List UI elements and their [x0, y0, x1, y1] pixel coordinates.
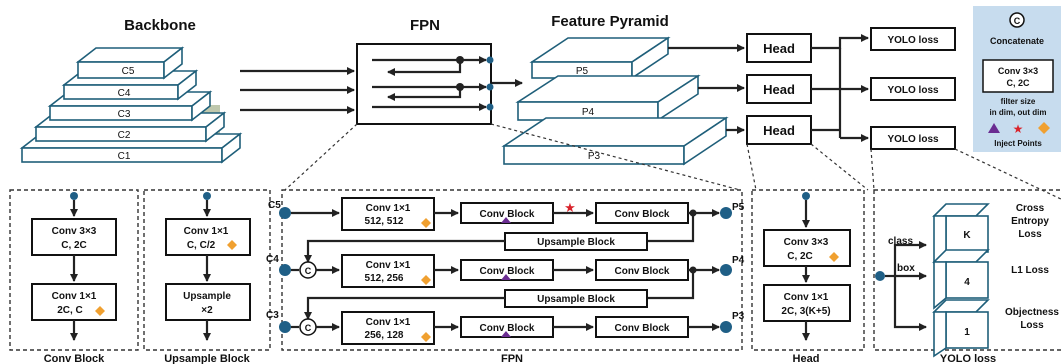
svg-text:4: 4 [964, 277, 970, 288]
svg-text:2C, C: 2C, C [57, 305, 83, 316]
svg-text:Conv 1×1: Conv 1×1 [366, 317, 411, 328]
head-box-2: Head [746, 74, 812, 104]
fpn-detail: C5 C4 C3 P5 P4 P3 Conv 1×1 512, 512 Conv… [266, 189, 745, 364]
svg-text:C: C [305, 266, 312, 276]
svg-text:Loss: Loss [1020, 320, 1044, 331]
svg-text:Conv Block: Conv Block [479, 323, 534, 334]
svg-text:×2: ×2 [201, 305, 213, 316]
pyramid-title: Feature Pyramid [551, 13, 669, 30]
inject-triangle-icon [988, 123, 1000, 133]
svg-text:Conv 3×3: Conv 3×3 [784, 237, 829, 248]
svg-text:in dim, out dim: in dim, out dim [990, 108, 1047, 117]
svg-text:Conv Block: Conv Block [614, 323, 669, 334]
inject-star-icon: ★ [564, 200, 576, 215]
pyramid-layer-p5: P5 [576, 66, 589, 77]
yolo-loss-caption: YOLO loss [940, 353, 996, 364]
upsample-block-caption: Upsample Block [164, 353, 250, 364]
legend-panel: C Concatenate Conv 3×3 C, 2C filter size… [973, 6, 1061, 152]
feature-pyramid: P5 P4 P3 [501, 36, 729, 166]
svg-text:Upsample Block: Upsample Block [537, 237, 615, 248]
yolo-loss-box-1: YOLO loss [870, 27, 956, 51]
head-label: Head [763, 82, 795, 97]
svg-text:C, 2C: C, 2C [61, 240, 87, 251]
backbone-layer-c1: C1 [118, 151, 131, 162]
head-label: Head [763, 123, 795, 138]
svg-text:Conv 1×1: Conv 1×1 [52, 291, 97, 302]
backbone-layer-c2: C2 [118, 130, 131, 141]
svg-text:filter size: filter size [1001, 97, 1036, 106]
svg-text:YOLO loss: YOLO loss [887, 134, 939, 145]
svg-text:Loss: Loss [1018, 229, 1042, 240]
upsample-block-detail: Conv 1×1 C, C/2 Upsample ×2 Upsample Blo… [143, 189, 271, 364]
svg-text:C4: C4 [266, 254, 279, 265]
svg-text:Conv Block: Conv Block [479, 209, 534, 220]
fpn-caption: FPN [501, 353, 523, 364]
svg-text:K: K [963, 230, 971, 241]
svg-text:Inject Points: Inject Points [994, 139, 1042, 148]
fpn-title: FPN [410, 17, 440, 34]
backbone-title: Backbone [124, 17, 196, 34]
inject-star-icon: ★ [1013, 122, 1024, 136]
pyramid-layer-p3: P3 [588, 151, 601, 162]
svg-text:Upsample: Upsample [183, 291, 231, 302]
conv-block-detail: Conv 3×3 C, 2C Conv 1×1 2C, C Conv Block [9, 189, 139, 364]
head-caption: Head [793, 353, 820, 364]
svg-text:Conv 1×1: Conv 1×1 [366, 203, 411, 214]
svg-text:Conv 1×1: Conv 1×1 [784, 292, 829, 303]
svg-text:1: 1 [964, 327, 970, 338]
conv-block-caption: Conv Block [44, 353, 105, 364]
backbone-layer-c3: C3 [118, 109, 131, 120]
svg-text:YOLO loss: YOLO loss [887, 85, 939, 96]
head-detail: Conv 3×3 C, 2C Conv 1×1 2C, 3(K+5) Head [751, 189, 865, 364]
svg-text:Objectness: Objectness [1005, 307, 1059, 318]
svg-text:256, 128: 256, 128 [365, 330, 404, 341]
legend-concat-label: Concatenate [990, 36, 1044, 46]
fpn-mini [356, 43, 494, 125]
concat-icon [1009, 12, 1025, 28]
svg-text:C: C [305, 323, 312, 333]
backbone-layer-c5: C5 [122, 66, 135, 77]
svg-text:512, 512: 512, 512 [365, 216, 404, 227]
svg-text:Upsample Block: Upsample Block [537, 294, 615, 305]
svg-text:Cross: Cross [1016, 203, 1045, 214]
svg-text:Entropy: Entropy [1011, 216, 1049, 227]
branch-box-label: box [897, 263, 915, 274]
svg-text:C, 2C: C, 2C [787, 251, 813, 262]
svg-text:C, 2C: C, 2C [1006, 78, 1030, 88]
svg-text:Conv Block: Conv Block [614, 209, 669, 220]
svg-text:P4: P4 [732, 255, 745, 266]
head-box-1: Head [746, 33, 812, 63]
svg-text:Conv 3×3: Conv 3×3 [52, 226, 97, 237]
yolo-loss-detail: class box K 4 1 Cross Entropy Loss L1 Lo… [873, 189, 1063, 364]
svg-text:Conv 1×1: Conv 1×1 [366, 260, 411, 271]
backbone-stack: C5 C4 C3 C2 C1 [19, 46, 243, 164]
svg-text:L1 Loss: L1 Loss [1011, 265, 1049, 276]
svg-text:P3: P3 [732, 311, 745, 322]
svg-text:C3: C3 [266, 310, 279, 321]
inject-diamond-icon [1038, 122, 1050, 134]
svg-text:Conv 3×3: Conv 3×3 [998, 66, 1038, 76]
yolo-loss-box-3: YOLO loss [870, 126, 956, 150]
svg-text:Conv Block: Conv Block [614, 266, 669, 277]
backbone-layer-c4: C4 [118, 88, 131, 99]
svg-text:C: C [1014, 16, 1021, 26]
svg-text:2C, 3(K+5): 2C, 3(K+5) [781, 306, 830, 317]
head-box-3: Head [746, 115, 812, 145]
svg-text:512, 256: 512, 256 [365, 273, 404, 284]
svg-text:Conv 1×1: Conv 1×1 [184, 226, 229, 237]
svg-text:Conv Block: Conv Block [479, 266, 534, 277]
svg-text:P5: P5 [732, 202, 745, 213]
branch-class-label: class [888, 236, 913, 247]
pyramid-layer-p4: P4 [582, 107, 595, 118]
svg-text:YOLO loss: YOLO loss [887, 35, 939, 46]
projection-lines [284, 123, 1063, 201]
svg-text:C, C/2: C, C/2 [187, 240, 216, 251]
svg-text:C5: C5 [268, 200, 281, 211]
head-label: Head [763, 41, 795, 56]
yolo-loss-box-2: YOLO loss [870, 77, 956, 101]
